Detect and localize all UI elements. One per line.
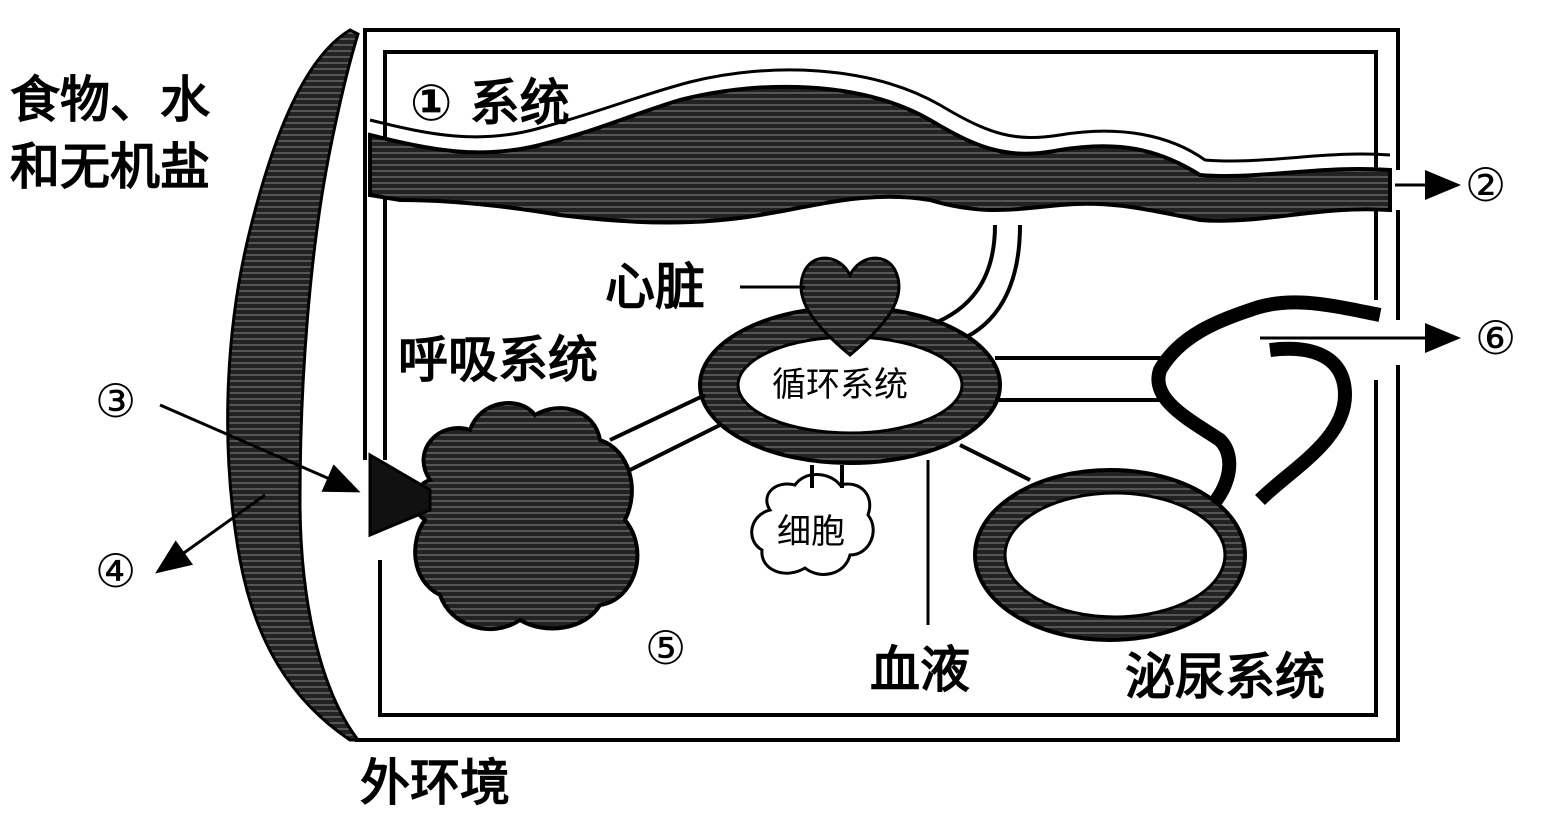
inner-frame — [383, 50, 1378, 460]
label-cells: 细胞 — [777, 512, 845, 552]
arrow-4 — [155, 493, 266, 574]
cells-vessel — [810, 465, 844, 488]
outer-frame-lower — [355, 210, 1400, 742]
kidney-vessels — [959, 356, 1170, 482]
digestive-vessel — [929, 224, 1022, 342]
lung-shape — [411, 401, 640, 631]
label-food-line2: 和无机盐 — [10, 138, 210, 196]
label-number-4: ④ — [95, 544, 137, 598]
cells-shape — [750, 473, 875, 576]
inner-frame-lower — [378, 210, 1378, 717]
label-external: 外环境 — [360, 754, 510, 812]
body-wall-shading — [226, 28, 362, 742]
digestive-tract-outline — [369, 68, 1391, 163]
label-number-3: ③ — [95, 374, 137, 428]
outer-frame — [363, 28, 1400, 460]
bladder-inner — [1003, 491, 1227, 619]
trachea — [368, 452, 432, 538]
ureter-tube — [1151, 295, 1382, 521]
label-number-6: ⑥ — [1475, 311, 1517, 365]
heart-shape — [799, 256, 901, 357]
label-number-2: ② — [1465, 158, 1507, 212]
label-heart: 心脏 — [605, 258, 705, 316]
arrow-3 — [159, 403, 361, 493]
label-number-5: ⑤ — [645, 621, 687, 675]
label-food-line1: 食物、水 — [10, 71, 210, 129]
label-urinary: 泌尿系统 — [1125, 648, 1325, 706]
lung-vessel — [609, 393, 721, 472]
label-respiratory: 呼吸系统 — [398, 331, 598, 389]
digestive-tract — [368, 84, 1392, 225]
label-system-1: ① 系统 — [410, 74, 570, 132]
label-blood: 血液 — [870, 641, 970, 699]
label-circulatory: 循环系统 — [772, 365, 908, 405]
